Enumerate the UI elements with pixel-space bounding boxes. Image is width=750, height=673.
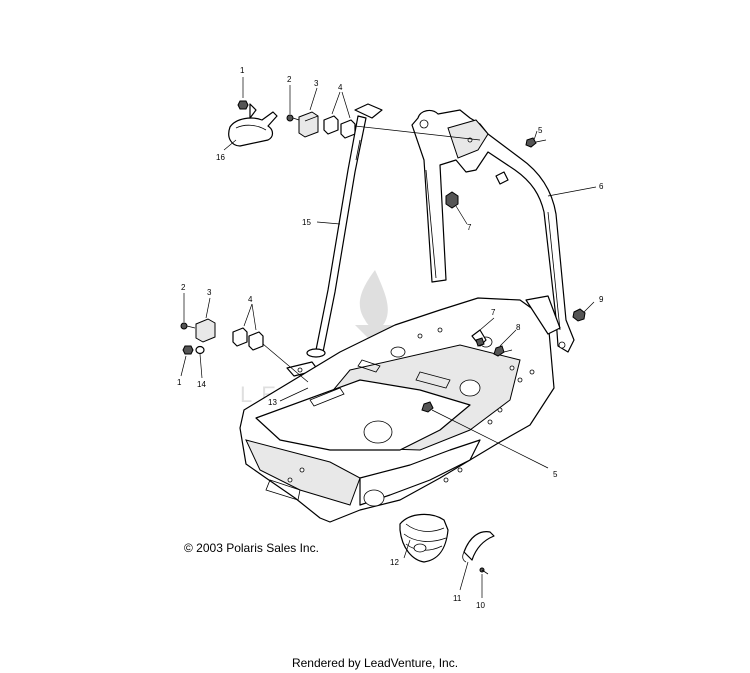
callout-7-lower: 7	[491, 308, 496, 317]
bolt-2-upper[interactable]	[286, 114, 300, 122]
bolt-8[interactable]	[493, 345, 513, 357]
rendered-by-footer: Rendered by LeadVenture, Inc.	[291, 656, 459, 670]
bolt-5-lower[interactable]	[421, 401, 434, 413]
callout-2-lower: 2	[181, 283, 186, 292]
callout-4-lower: 4	[248, 295, 253, 304]
callout-3-upper: 3	[314, 79, 319, 88]
callout-11: 11	[453, 594, 462, 603]
bushing-4-upper[interactable]	[323, 115, 356, 139]
callout-8: 8	[516, 323, 521, 332]
bushing-4-lower[interactable]	[232, 327, 264, 351]
callout-7-upper: 7	[467, 223, 472, 232]
nut-7-upper[interactable]	[445, 191, 459, 209]
callout-6: 6	[599, 182, 604, 191]
callout-2-upper: 2	[287, 75, 292, 84]
callout-3-lower: 3	[207, 288, 212, 297]
callout-15: 15	[302, 218, 311, 227]
retainer-ring-11[interactable]	[462, 531, 495, 563]
callout-4-upper: 4	[338, 83, 343, 92]
callouts: 1 2 3 4 16 15 5 6 7 9 2 3 4 1 14 13 7 8 …	[177, 66, 604, 610]
nut-1-upper[interactable]	[237, 100, 249, 110]
leader-lines	[180, 77, 597, 598]
callout-1-upper: 1	[240, 66, 245, 75]
callout-5-lower: 5	[553, 470, 558, 479]
callout-5-upper: 5	[538, 126, 543, 135]
callout-13: 13	[268, 398, 277, 407]
callout-12: 12	[390, 558, 399, 567]
nut-9[interactable]	[572, 308, 586, 322]
bracket-7-lower[interactable]	[471, 329, 487, 347]
bolt-2-lower[interactable]	[180, 322, 196, 330]
nut-1-lower[interactable]	[182, 345, 194, 355]
screw-10[interactable]	[479, 567, 489, 575]
callout-1-lower: 1	[177, 378, 182, 387]
copyright-notice: © 2003 Polaris Sales Inc.	[184, 541, 319, 555]
steering-post-15[interactable]	[286, 103, 383, 377]
callout-16: 16	[216, 153, 225, 162]
callout-10: 10	[476, 601, 485, 610]
washer-14[interactable]	[195, 345, 205, 355]
lever-bracket-16[interactable]	[228, 103, 278, 147]
boot-12[interactable]	[399, 513, 449, 563]
chassis-frame[interactable]	[239, 295, 561, 523]
bolt-5-upper[interactable]	[525, 137, 547, 148]
callout-14: 14	[197, 380, 206, 389]
callout-9: 9	[599, 295, 604, 304]
clamp-3-lower[interactable]	[195, 318, 216, 343]
clamp-3-upper[interactable]	[298, 111, 319, 138]
